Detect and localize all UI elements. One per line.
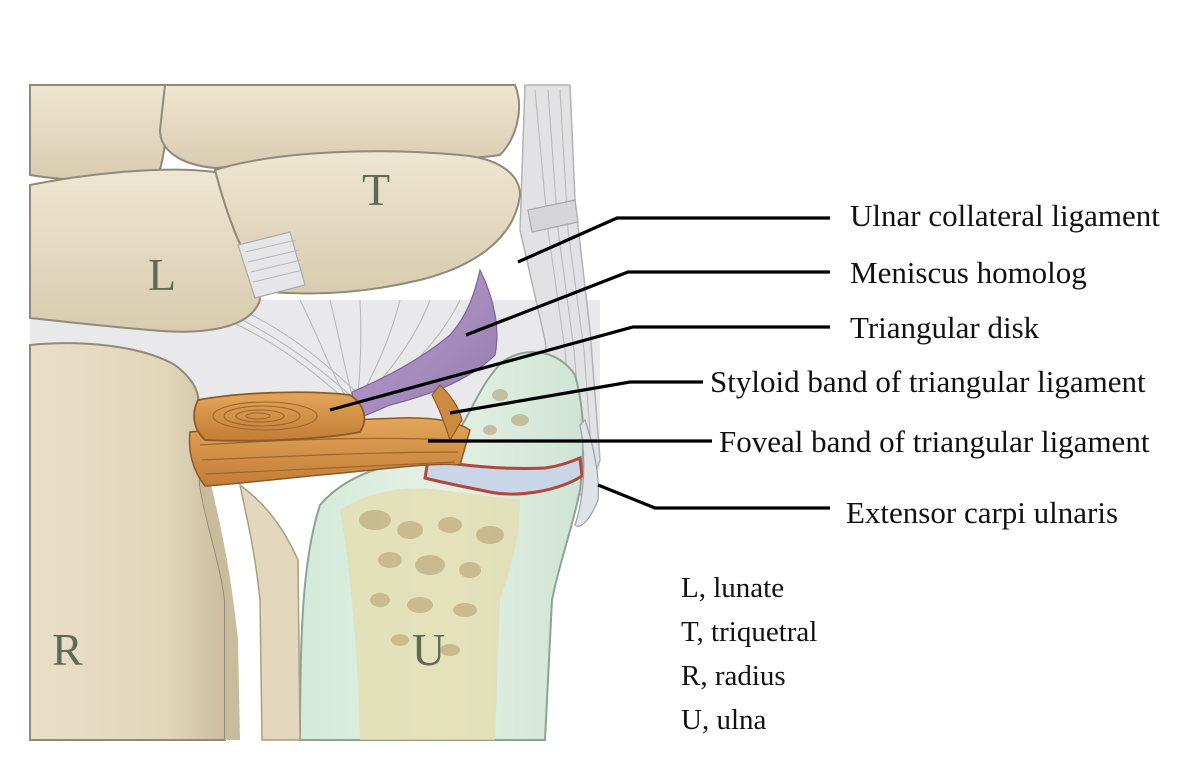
lunate-letter: L [148,249,176,300]
ecu-tendon-band [527,199,579,233]
ulnar-styloid-fracture [423,455,584,496]
bone-legend: L, lunate T, triquetral R, radius U, uln… [681,572,817,736]
meniscus-homolog [351,268,498,421]
distal-carpal-bone [29,84,169,181]
triquetral-letter: T [362,164,390,215]
marrow-trabeculae [359,389,529,656]
extensor-carpi-ulnaris [574,418,599,527]
label-foveal-band: Foveal band of triangular ligament [719,424,1150,459]
ulna-cortex-left [238,483,301,741]
leader-meniscus-homolog [465,270,830,337]
ulna-marrow [340,488,520,740]
label-ulnar-collateral-ligament: Ulnar collateral ligament [850,198,1160,233]
legend-item-lunate: L, lunate [681,572,784,604]
label-triangular-disk: Triangular disk [850,310,1040,345]
radius-bone [29,342,226,741]
leader-ulnar-collateral-ligament [517,216,830,264]
leader-styloid-band [449,380,703,415]
triangular-disk [193,391,366,442]
ligament-fibers [179,299,461,396]
leader-extensor-carpi-ulnaris [597,483,830,510]
disk-rings [212,401,318,431]
leader-triangular-disk [329,325,830,412]
ulna-letter: U [412,624,445,675]
lunate-bone [29,168,262,333]
legend-item-triquetral: T, triquetral [681,616,817,648]
radius-shadow [195,405,240,740]
label-styloid-band: Styloid band of triangular ligament [710,364,1146,399]
label-meniscus-homolog: Meniscus homolog [850,255,1087,290]
radius-letter: R [52,624,83,675]
label-extensor-carpi-ulnaris: Extensor carpi ulnaris [846,495,1118,530]
legend-item-ulna: U, ulna [681,704,767,736]
legend-item-radius: R, radius [681,660,786,692]
